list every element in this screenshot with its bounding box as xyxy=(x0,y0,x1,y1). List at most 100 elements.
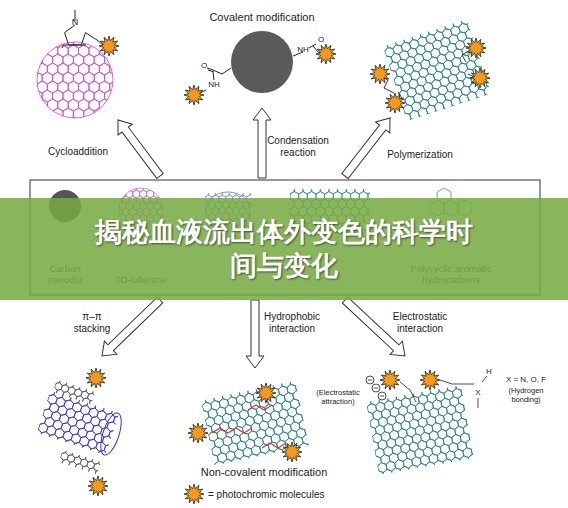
lattice-ring xyxy=(372,455,382,466)
lattice-ring xyxy=(446,427,456,438)
alkyl-chain xyxy=(212,428,252,433)
lattice-ring xyxy=(92,388,95,398)
lattice-ring xyxy=(391,467,401,475)
lattice-ring xyxy=(298,396,309,408)
lattice-ring xyxy=(243,193,250,197)
graphene-sheet xyxy=(186,365,326,474)
lattice-ring xyxy=(457,440,467,451)
lattice-ring xyxy=(256,428,267,440)
lattice-ring xyxy=(466,416,474,427)
lattice-ring xyxy=(257,451,268,463)
lattice-ring xyxy=(367,403,377,414)
lattice-ring xyxy=(241,401,252,413)
lattice-ring xyxy=(396,27,407,39)
interaction-label: π–π stacking xyxy=(66,311,118,334)
lattice-ring xyxy=(281,400,292,412)
lattice-ring xyxy=(21,90,31,102)
lattice-ring xyxy=(21,72,31,84)
lattice-ring xyxy=(222,435,233,447)
lattice-ring xyxy=(369,441,379,452)
lattice-ring xyxy=(465,99,476,111)
lattice-ring xyxy=(37,99,47,111)
lattice-ring xyxy=(455,403,465,414)
lattice-ring xyxy=(287,406,298,418)
lattice-ring xyxy=(122,186,129,192)
lattice-ring xyxy=(435,414,445,425)
lattice-ring xyxy=(109,398,119,410)
bond-line xyxy=(213,68,231,74)
lattice-ring xyxy=(366,427,368,438)
lattice-ring xyxy=(454,425,464,436)
hollow-arrow xyxy=(246,300,264,368)
lattice-ring xyxy=(366,449,376,460)
lattice-ring xyxy=(406,449,416,460)
lattice-ring xyxy=(266,381,277,384)
photochromic-star xyxy=(380,370,400,390)
lattice-ring xyxy=(303,381,308,392)
lattice-ring xyxy=(307,440,308,452)
lattice-ring xyxy=(229,193,236,197)
lattice-ring xyxy=(448,104,459,116)
lattice-ring xyxy=(27,99,37,111)
lattice-ring xyxy=(298,381,309,385)
photochromic-star xyxy=(316,44,336,64)
lattice-ring xyxy=(75,395,84,405)
lattice-ring xyxy=(452,411,462,422)
lattice-ring xyxy=(228,442,239,454)
lattice-ring xyxy=(425,461,435,472)
lattice-ring xyxy=(423,423,433,434)
lattice-ring xyxy=(201,455,210,465)
lattice-ring xyxy=(421,409,431,420)
lattice-ring xyxy=(70,450,79,452)
hydrogen-bond xyxy=(478,398,479,408)
lattice-ring xyxy=(236,417,247,429)
lattice-ring xyxy=(395,436,405,447)
interaction-label: Electrostatic interaction xyxy=(384,311,456,334)
lattice-ring xyxy=(245,438,256,450)
lattice-ring xyxy=(369,463,379,474)
lattice-ring xyxy=(21,54,31,66)
lattice-ring xyxy=(120,45,130,57)
bond-line xyxy=(309,44,316,48)
lattice-ring xyxy=(205,439,216,451)
lattice-ring xyxy=(53,380,62,385)
lattice-ring xyxy=(219,398,230,410)
lattice-ring xyxy=(440,107,451,119)
lattice-ring xyxy=(460,19,471,26)
lattice-ring xyxy=(64,450,73,451)
lattice-ring xyxy=(214,437,225,449)
lattice-ring xyxy=(117,400,119,412)
lattice-ring xyxy=(415,115,426,121)
lattice-ring xyxy=(247,384,258,396)
lattice-ring xyxy=(37,117,47,129)
lattice-ring xyxy=(469,385,474,396)
tether-line xyxy=(440,380,474,384)
lattice-ring xyxy=(42,36,52,48)
lattice-ring xyxy=(286,383,297,395)
lattice-ring xyxy=(408,464,418,475)
lattice-ring xyxy=(53,380,55,383)
lattice-ring xyxy=(99,27,109,39)
lattice-ring xyxy=(217,452,228,464)
lattice-ring xyxy=(378,416,388,427)
lattice-ring xyxy=(412,410,422,421)
lattice-ring xyxy=(267,418,278,430)
lattice-ring xyxy=(469,408,474,419)
lattice-ring xyxy=(415,425,425,436)
lattice-ring xyxy=(201,387,209,399)
lattice-ring xyxy=(461,386,471,397)
lattice-ring xyxy=(210,400,221,412)
photochromic-star xyxy=(466,38,486,58)
atom-label: X xyxy=(473,388,483,397)
lattice-ring xyxy=(224,404,235,416)
lattice-ring xyxy=(481,93,491,105)
lattice-ring xyxy=(338,189,347,194)
lattice-ring xyxy=(231,456,242,465)
photochromic-star xyxy=(385,93,405,113)
lattice-ring xyxy=(441,385,451,386)
lattice-ring xyxy=(431,445,441,456)
lattice-ring xyxy=(437,429,447,440)
interaction-label: Hydrophobic interaction xyxy=(256,311,328,334)
lattice-ring xyxy=(101,395,112,407)
